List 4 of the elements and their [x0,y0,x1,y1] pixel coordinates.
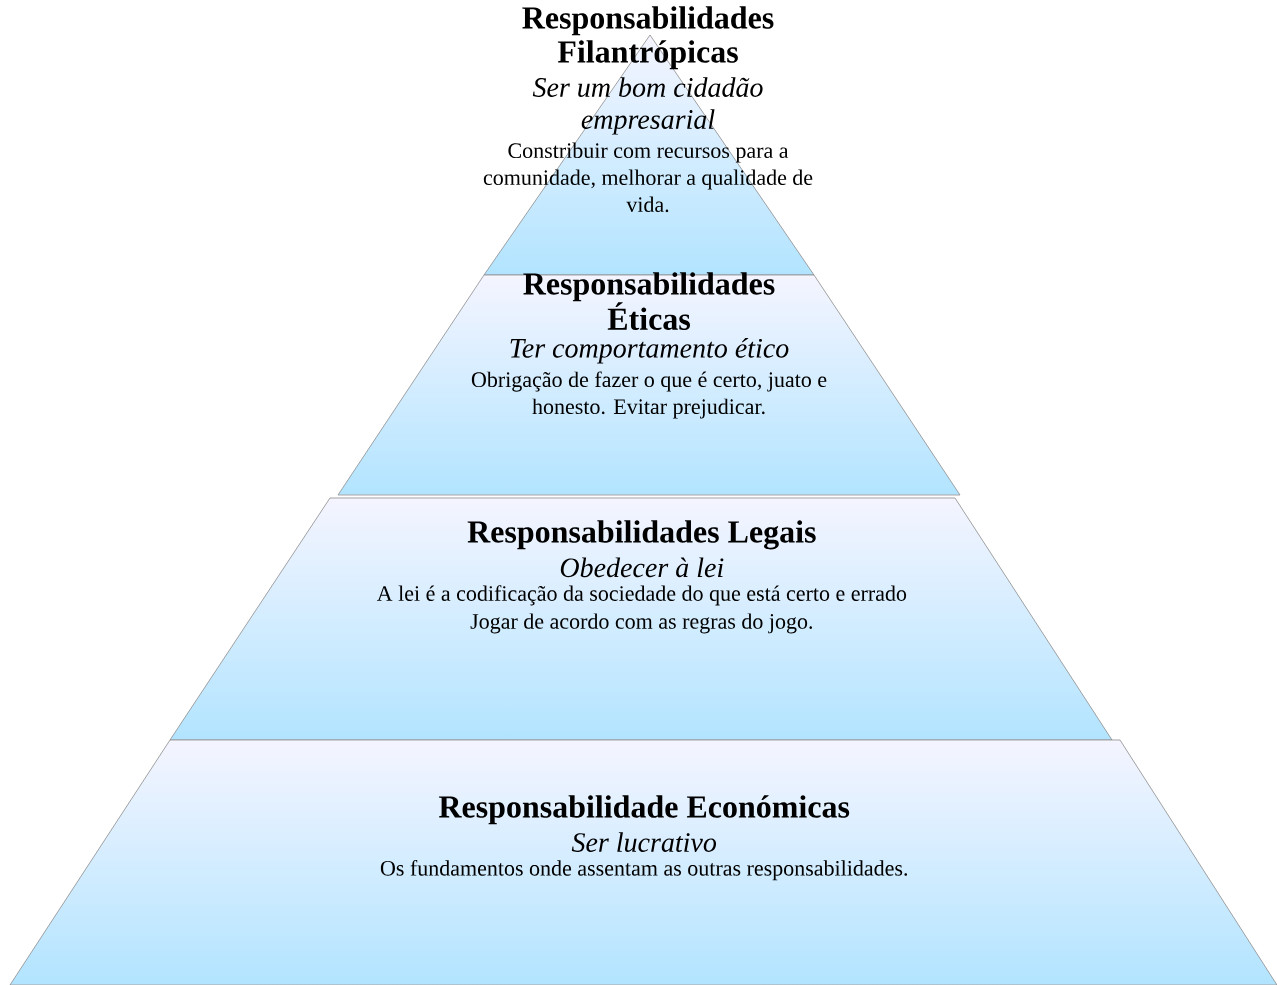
pyramid-level: Responsabilidades Éticas Ter comportamento ético Obrigação de fazer o que é certo, juato e honesto. Evitar prejudicar. [337,272,961,496]
pyramid-level: Responsabilidade Económicas Ser lucrativo Os fundamentos onde assentam as outras responsabilidades. [9,739,1277,985]
pyramid-level: Responsabilidades Legais Obedecer à lei A lei é a codificação da sociedade do que está certo e errado Jogar de acordo com as regras do jogo. [169,497,1113,741]
node-label: Responsabilidades [522,6,774,36]
